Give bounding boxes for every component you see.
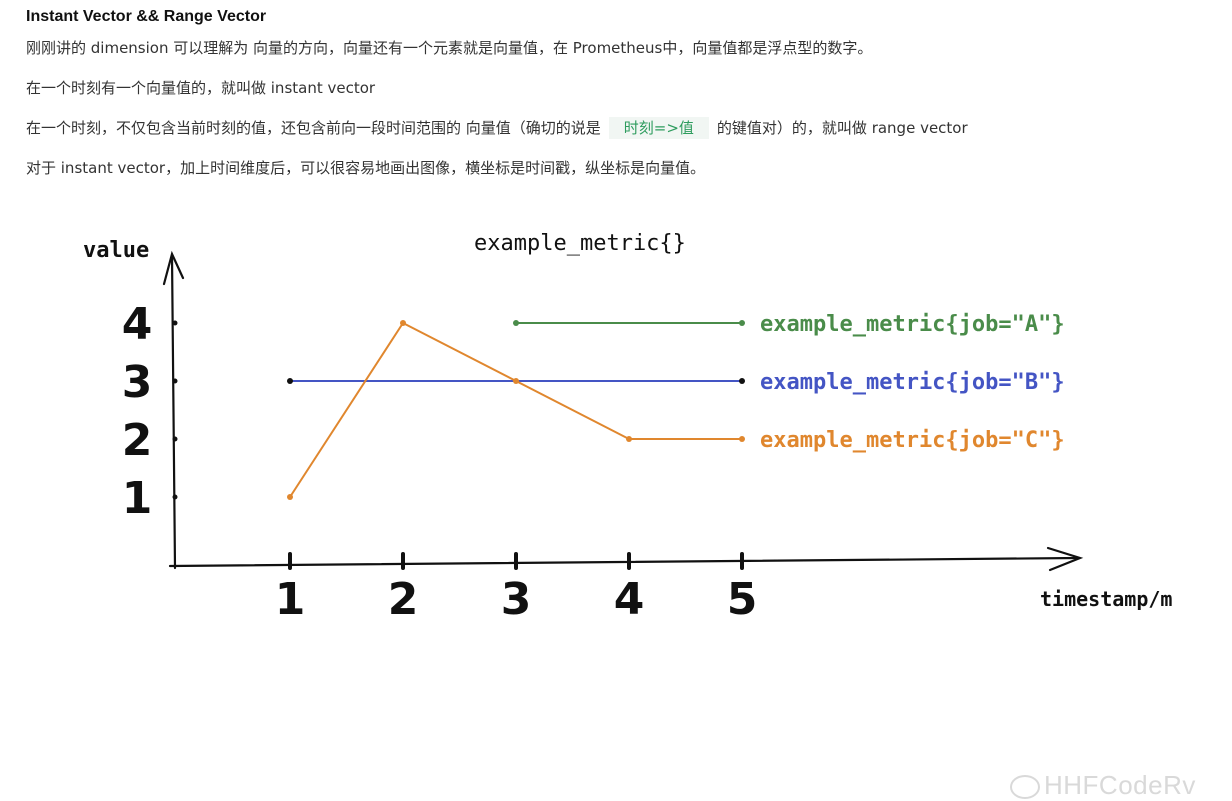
paragraph-dimension: 刚刚讲的 dimension 可以理解为 向量的方向，向量还有一个元素就是向量值…	[26, 39, 873, 57]
data-point	[626, 436, 632, 442]
y-axis-line	[170, 254, 177, 570]
y-axis-label: value	[83, 238, 149, 263]
y-tick-label: 4	[122, 299, 153, 350]
y-tick-mark	[172, 436, 178, 442]
y-tick-label: 2	[122, 415, 153, 466]
data-point	[400, 320, 406, 326]
series-lines	[287, 320, 745, 500]
range-vector-text-before: 在一个时刻，不仅包含当前时刻的值，还包含前向一段时间范围的 向量值（确切的说是	[26, 119, 601, 137]
axes	[162, 250, 1084, 572]
paragraph-instant-vector: 在一个时刻有一个向量值的，就叫做 instant vector	[26, 79, 376, 97]
series-line	[289, 322, 742, 498]
series-label: example_metric{job="C"}	[760, 428, 1065, 453]
data-point	[739, 436, 745, 442]
x-tick-label: 3	[501, 574, 532, 625]
y-tick-label: 3	[122, 357, 153, 408]
series-label: example_metric{job="A"}	[760, 312, 1065, 337]
section-heading: Instant Vector && Range Vector	[26, 8, 267, 25]
inline-code-time-value: 时刻=>值	[608, 117, 709, 139]
y-tick-mark	[172, 494, 178, 500]
y-tick-label: 1	[122, 473, 153, 524]
watermark-text: HHFCodeRv	[1044, 770, 1196, 800]
x-tick-label: 2	[388, 574, 419, 625]
x-axis-arrow-icon	[1046, 546, 1084, 572]
data-point	[739, 320, 745, 326]
y-tick-mark	[172, 320, 178, 326]
paragraph-range-vector: 在一个时刻，不仅包含当前时刻的值，还包含前向一段时间范围的 向量值（确切的说是时…	[26, 117, 968, 139]
series-labels: example_metric{job="A"} example_metric{jo…	[760, 312, 1065, 453]
chart-title: example_metric{}	[474, 231, 686, 256]
x-tick-label: 1	[275, 574, 306, 625]
metric-figure: value example_metric{} timestamp/m 1 2 3 4 5…	[0, 200, 1232, 800]
x-axis-line	[168, 556, 1080, 568]
paragraph-plot-intro: 对于 instant vector，加上时间维度后，可以很容易地画出图像，横坐标…	[26, 159, 706, 177]
data-point	[739, 378, 745, 384]
watermark: HHFCodeRv	[1010, 770, 1196, 801]
x-axis-label: timestamp/m	[1040, 587, 1172, 611]
series-label: example_metric{job="B"}	[760, 370, 1065, 395]
wechat-icon	[1010, 775, 1040, 800]
range-vector-text-after: 的键值对）的，就叫做 range vector	[716, 119, 968, 137]
y-axis-arrow-icon	[162, 250, 185, 286]
data-point	[287, 494, 293, 500]
x-tick-label: 4	[614, 574, 645, 625]
data-point	[287, 378, 293, 384]
y-tick-mark	[172, 378, 178, 384]
x-tick-label: 5	[727, 574, 758, 625]
metric-chart: value example_metric{} timestamp/m 1 2 3 4 5…	[83, 231, 1172, 625]
data-point	[513, 320, 519, 326]
axis-ticks: 1 2 3 4 5 1 2 3 4	[122, 299, 758, 625]
data-point	[513, 378, 519, 384]
